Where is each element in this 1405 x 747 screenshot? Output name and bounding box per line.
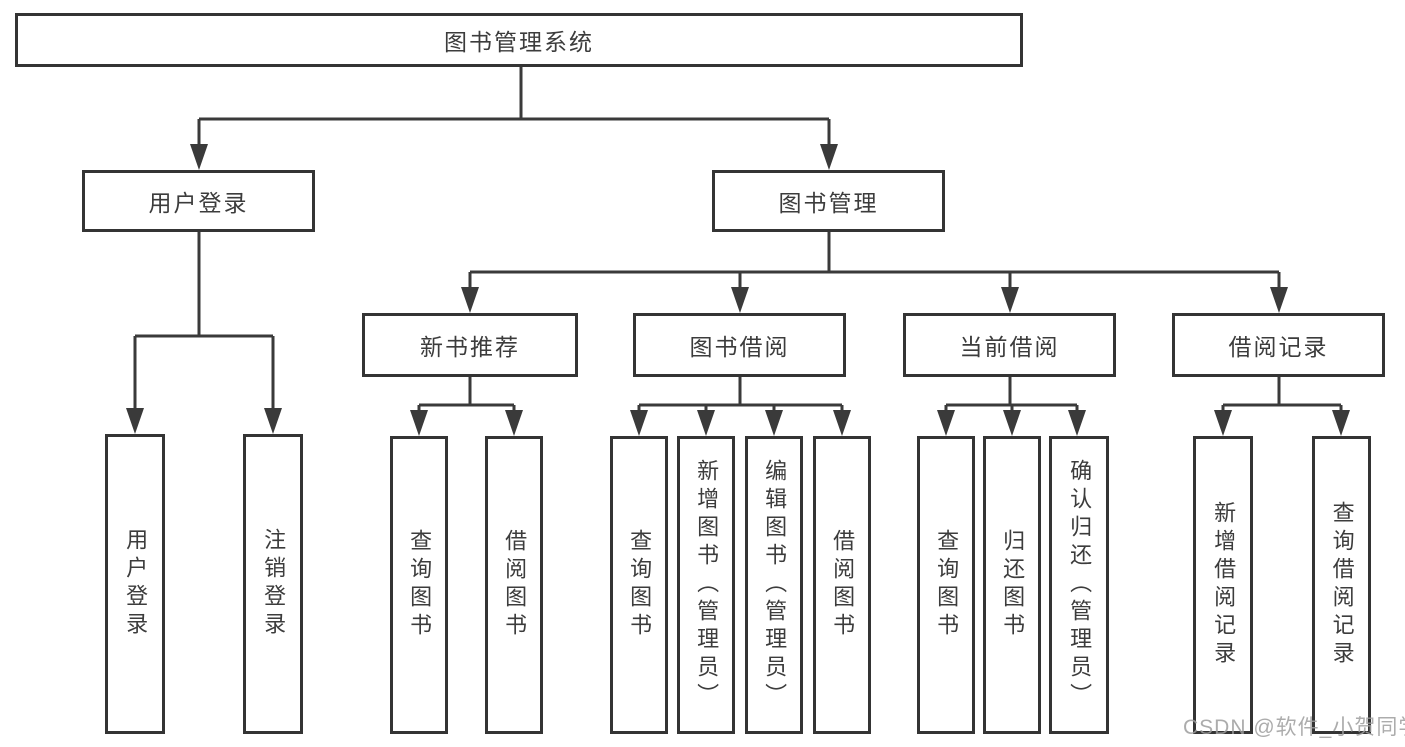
arrow-down-icon	[820, 144, 838, 170]
node-label: 新增图书（管理员）	[694, 459, 720, 711]
node-label: 查询图书	[407, 529, 433, 641]
csdn-watermark: CSDN @软件_小贺同学	[1183, 716, 1405, 739]
node-label: 注销登录	[261, 528, 287, 640]
node-label: 查询借阅记录	[1329, 501, 1355, 669]
node-label: 用户登录	[123, 528, 149, 640]
arrow-down-icon	[630, 410, 648, 436]
node-book-management: 图书管理	[712, 170, 945, 232]
arrow-down-icon	[731, 287, 749, 313]
node-borrow-records: 借阅记录	[1172, 313, 1385, 377]
node-leaf-add-borrow-record: 新增借阅记录	[1193, 436, 1253, 734]
node-new-book-recommend: 新书推荐	[362, 313, 578, 377]
arrow-down-icon	[833, 410, 851, 436]
arrow-down-icon	[765, 410, 783, 436]
node-label: 新增借阅记录	[1211, 501, 1237, 669]
node-label: 查询图书	[934, 529, 960, 641]
node-label: 图书管理	[778, 190, 879, 216]
arrowheads	[126, 144, 1350, 436]
node-label: 编辑图书（管理员）	[762, 459, 788, 711]
arrow-down-icon	[1068, 410, 1086, 436]
node-leaf-confirm-return-admin: 确认归还（管理员）	[1049, 436, 1109, 734]
node-leaf-borrow-books-2: 借阅图书	[813, 436, 871, 734]
arrow-down-icon	[505, 410, 523, 436]
arrow-down-icon	[1003, 410, 1021, 436]
node-leaf-query-books-3: 查询图书	[917, 436, 975, 734]
node-current-borrow: 当前借阅	[903, 313, 1116, 377]
node-leaf-query-books-2: 查询图书	[610, 436, 668, 734]
node-user-login: 用户登录	[82, 170, 315, 232]
node-leaf-borrow-books-1: 借阅图书	[485, 436, 543, 734]
node-leaf-query-borrow-record: 查询借阅记录	[1312, 436, 1371, 734]
node-leaf-logout: 注销登录	[243, 434, 303, 734]
node-label: 确认归还（管理员）	[1067, 459, 1093, 711]
node-label: 归还图书	[1000, 529, 1026, 641]
arrow-down-icon	[264, 408, 282, 434]
node-label: 用户登录	[148, 190, 249, 216]
arrow-down-icon	[1001, 287, 1019, 313]
node-book-borrow: 图书借阅	[633, 313, 846, 377]
node-label: 查询图书	[627, 529, 653, 641]
node-label: 当前借阅	[959, 334, 1060, 360]
node-leaf-return-books: 归还图书	[983, 436, 1041, 734]
arrow-down-icon	[1270, 287, 1288, 313]
node-leaf-add-books-admin: 新增图书（管理员）	[677, 436, 735, 734]
arrow-down-icon	[126, 408, 144, 434]
arrow-down-icon	[937, 410, 955, 436]
arrow-down-icon	[1332, 410, 1350, 436]
node-leaf-edit-books-admin: 编辑图书（管理员）	[745, 436, 803, 734]
node-label: 借阅图书	[830, 529, 856, 641]
node-leaf-query-books-1: 查询图书	[390, 436, 448, 734]
node-label: 图书借阅	[689, 334, 790, 360]
node-label: 借阅记录	[1228, 334, 1329, 360]
node-label: 图书管理系统	[444, 29, 594, 55]
arrow-down-icon	[461, 287, 479, 313]
node-root: 图书管理系统	[15, 13, 1023, 67]
node-label: 新书推荐	[420, 334, 520, 360]
node-label: 借阅图书	[502, 529, 528, 641]
node-leaf-user-login: 用户登录	[105, 434, 165, 734]
arrow-down-icon	[190, 144, 208, 170]
arrow-down-icon	[697, 410, 715, 436]
arrow-down-icon	[1214, 410, 1232, 436]
arrow-down-icon	[410, 410, 428, 436]
